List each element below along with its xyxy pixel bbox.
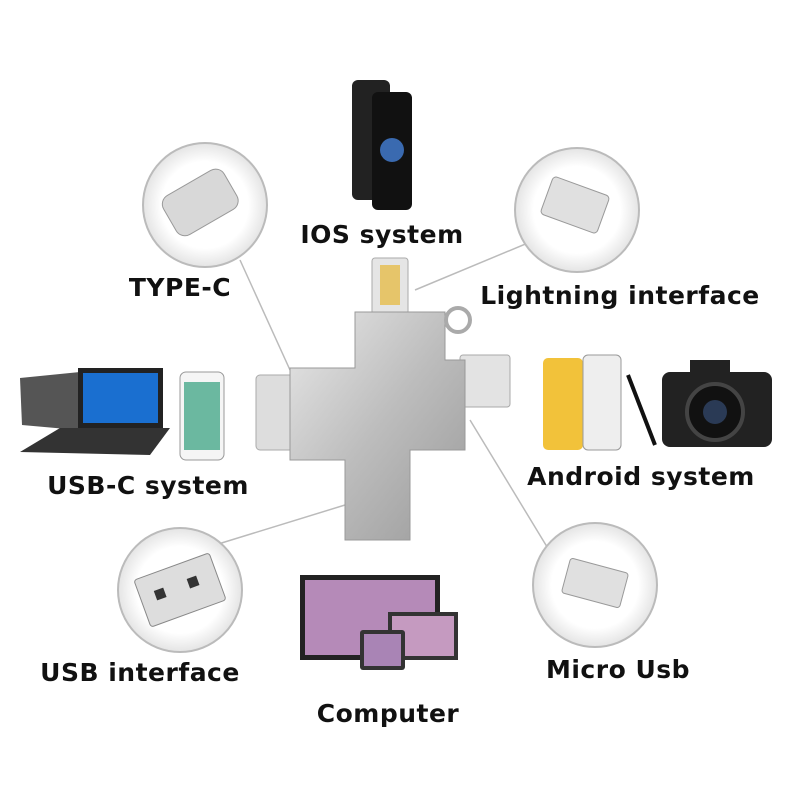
laptop-image (20, 368, 170, 455)
lightning-interface-label: Lightning interface (480, 281, 760, 310)
type-c-circle (142, 142, 268, 268)
connector-lines (214, 239, 556, 561)
android-phone-left (179, 371, 225, 461)
android-system-label: Android system (527, 462, 755, 491)
iphone-image (352, 80, 412, 210)
usb-circle (117, 527, 243, 653)
otg-flash-drive (255, 257, 511, 541)
android-phone-right (543, 354, 657, 451)
usb-interface-label: USB interface (40, 658, 240, 687)
ios-system-label: IOS system (300, 220, 464, 249)
micro-usb-label: Micro Usb (545, 655, 691, 684)
micro-usb-circle (532, 522, 658, 648)
type-c-label: TYPE-C (128, 273, 232, 302)
computer-label: Computer (316, 699, 460, 728)
computer-image (300, 575, 458, 670)
camera-image (662, 360, 772, 447)
usb-c-system-label: USB-C system (47, 471, 249, 500)
lightning-circle (514, 147, 640, 273)
